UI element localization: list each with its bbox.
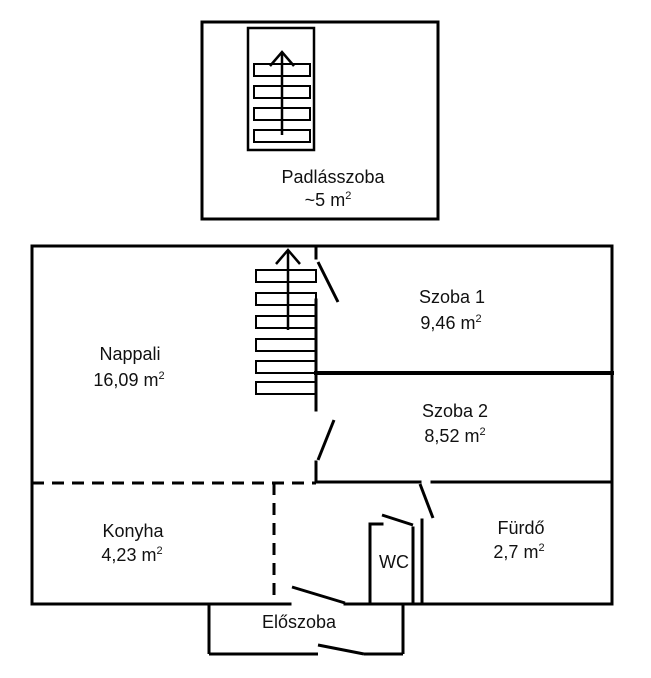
ground-floor-walls: [30, 244, 614, 606]
living-area: 16,09 m2: [93, 370, 164, 390]
attic-outline: [200, 20, 440, 221]
door-room2: [316, 419, 336, 461]
kitchen-name: Konyha: [102, 521, 164, 541]
hall-name: Előszoba: [262, 612, 337, 632]
living-name: Nappali: [99, 344, 160, 364]
kitchen-dashed-dividers: [32, 481, 316, 604]
room1-area: 9,46 m2: [420, 313, 481, 333]
attic-staircase: [246, 26, 316, 152]
wc-name: WC: [379, 552, 409, 572]
door-front: [317, 643, 365, 656]
door-wc: [381, 513, 414, 527]
room2-area: 8,52 m2: [424, 426, 485, 446]
door-bathroom: [418, 483, 435, 519]
bathroom-name: Fürdő: [497, 518, 544, 538]
hall-outline: [207, 604, 405, 656]
doors: [291, 261, 435, 656]
door-room1: [316, 261, 340, 303]
attic-area: ~5 m2: [305, 190, 352, 210]
room2-name: Szoba 2: [422, 401, 488, 421]
kitchen-area: 4,23 m2: [101, 545, 162, 565]
attic-name: Padlásszoba: [281, 167, 385, 187]
door-entrance: [291, 585, 346, 605]
ground-staircase: [255, 248, 317, 395]
bathroom-area: 2,7 m2: [493, 542, 544, 562]
room1-name: Szoba 1: [419, 287, 485, 307]
